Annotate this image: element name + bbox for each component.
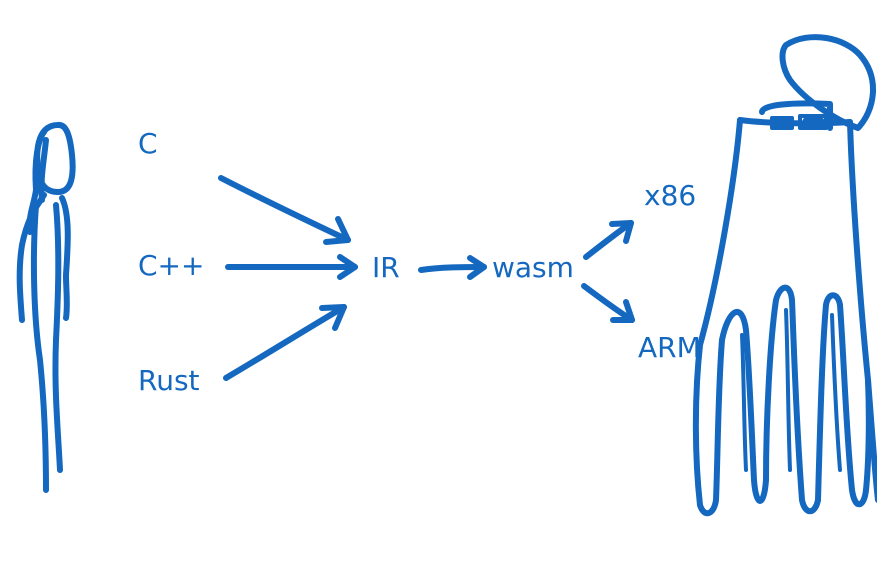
- intermediate-label-ir: IR: [372, 251, 400, 284]
- arrow-rust-to-ir: [223, 304, 347, 381]
- arrow-ir-to-wasm: [418, 255, 487, 280]
- arrow-cpp-to-ir: [225, 254, 358, 280]
- output-label-wasm: wasm: [492, 251, 574, 284]
- target-label-arm: ARM: [638, 331, 701, 364]
- target-label-x86: x86: [644, 179, 697, 212]
- arrow-c-to-ir: [218, 175, 351, 245]
- arrow-wasm-to-arm: [581, 283, 635, 323]
- arrow-wasm-to-x86: [583, 220, 634, 260]
- developer-figure-icon: [16, 122, 76, 493]
- machine-monster-icon: [692, 34, 877, 517]
- source-label-cpp: C++: [138, 249, 205, 282]
- source-label-c: C: [138, 127, 158, 160]
- source-label-rust: Rust: [138, 364, 200, 397]
